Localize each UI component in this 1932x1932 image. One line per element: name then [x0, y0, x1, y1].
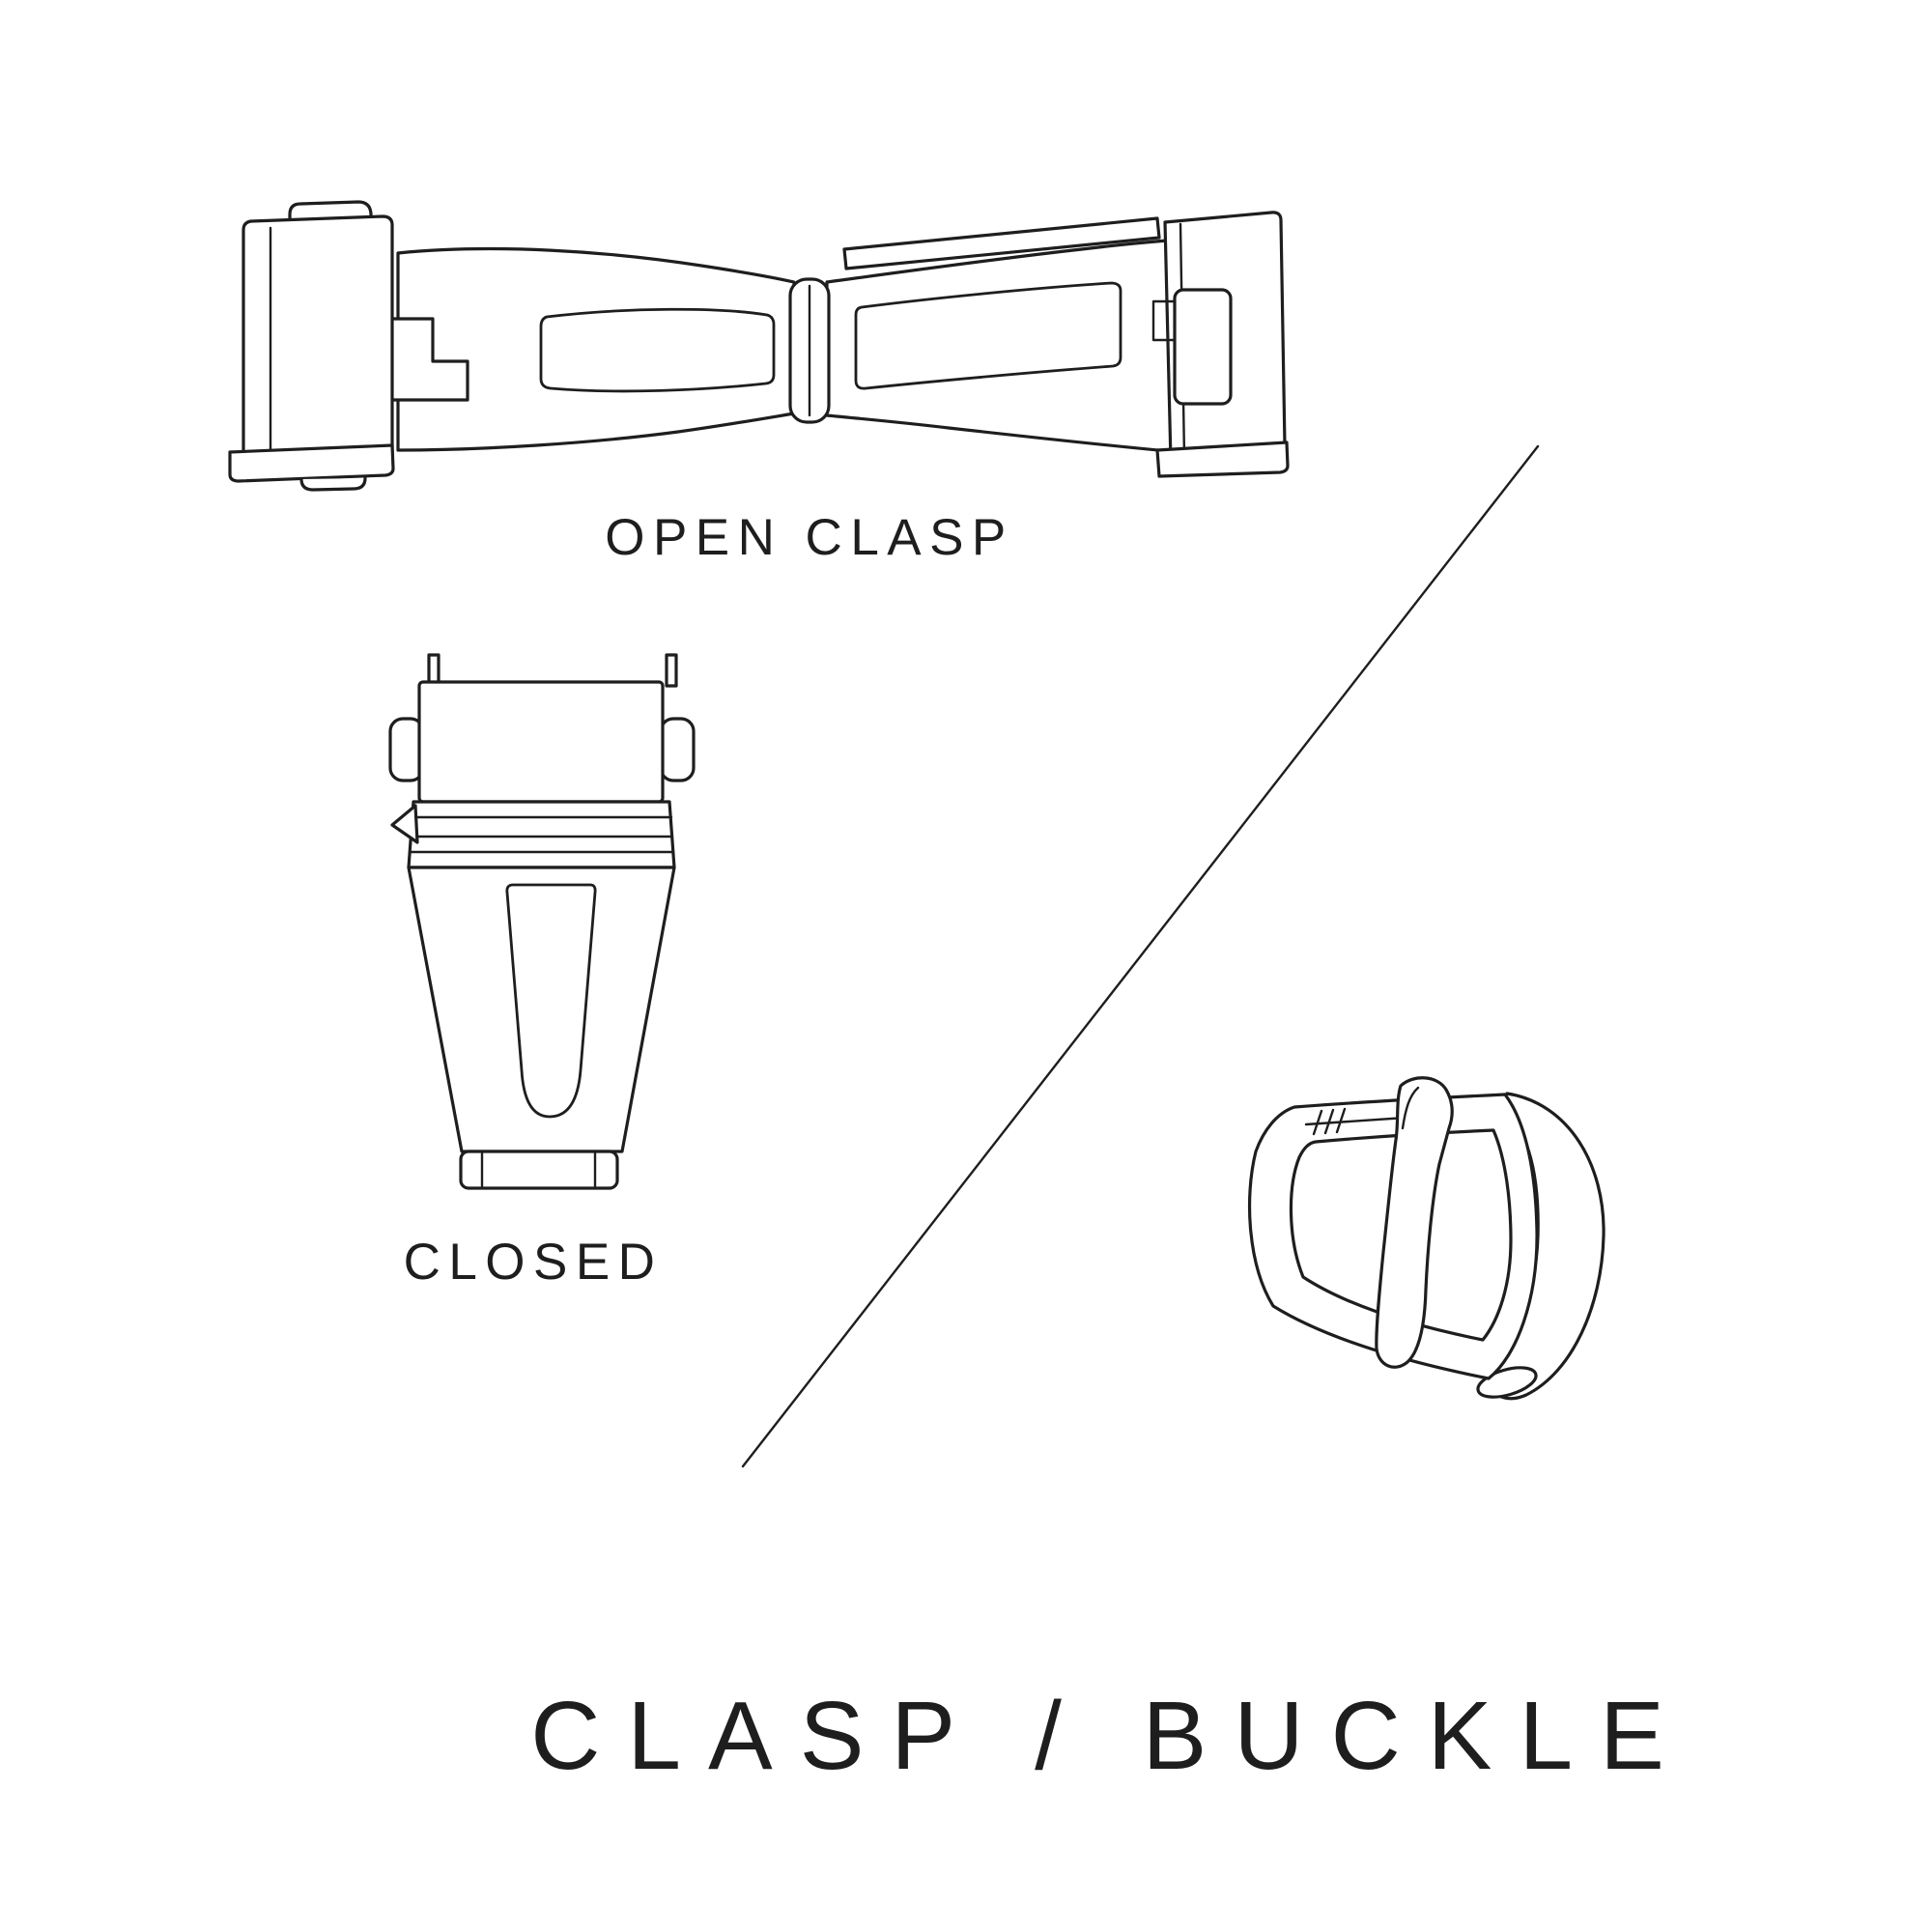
closed-clasp-band: [407, 800, 676, 869]
diagonal-divider-line: [741, 444, 1540, 1468]
open-clasp-cover-edge-strip: [842, 216, 1161, 270]
closed-clasp-illustration: [388, 653, 696, 1190]
open-clasp-left-arm: [396, 246, 796, 452]
open-clasp-left-bottom-bump: [299, 476, 367, 492]
buckle-right-roll: [1484, 1092, 1605, 1401]
buckle-tongue-fold-line: [1401, 1086, 1420, 1130]
closed-clasp-body: [407, 866, 676, 1153]
closed-clasp-ear-right: [659, 717, 696, 782]
buckle-pin-coil-3: [1335, 1107, 1347, 1134]
closed-clasp-prong-right: [665, 653, 678, 688]
open-clasp-illustration: [228, 200, 1290, 492]
buckle-pin-coil-1: [1312, 1109, 1323, 1136]
open-clasp-keeper: [1173, 288, 1233, 406]
page-title: CLASP / BUCKLE: [530, 1682, 1691, 1790]
closed-clasp-left-flag: [390, 804, 419, 844]
closed-clasp-body-slot: [505, 883, 597, 1119]
buckle-tongue: [1375, 1076, 1454, 1369]
open-clasp-keeper-hook: [1151, 299, 1177, 342]
buckle-illustration: [1247, 1076, 1605, 1401]
open-clasp-left-arm-slot: [539, 307, 776, 393]
closed-clasp-caption: CLOSED: [403, 1234, 664, 1291]
closed-clasp-base: [459, 1150, 619, 1190]
open-clasp-left-bottom-strip: [228, 443, 395, 483]
open-clasp-right-arm-slot: [854, 281, 1122, 390]
open-clasp-right-arm: [825, 237, 1202, 456]
open-clasp-right-bottom-strip: [1155, 440, 1290, 478]
buckle-pin-coil-2: [1323, 1108, 1335, 1135]
closed-clasp-top-box: [417, 680, 665, 804]
open-clasp-caption: OPEN CLASP: [605, 509, 1014, 566]
open-clasp-left-block: [242, 214, 394, 475]
